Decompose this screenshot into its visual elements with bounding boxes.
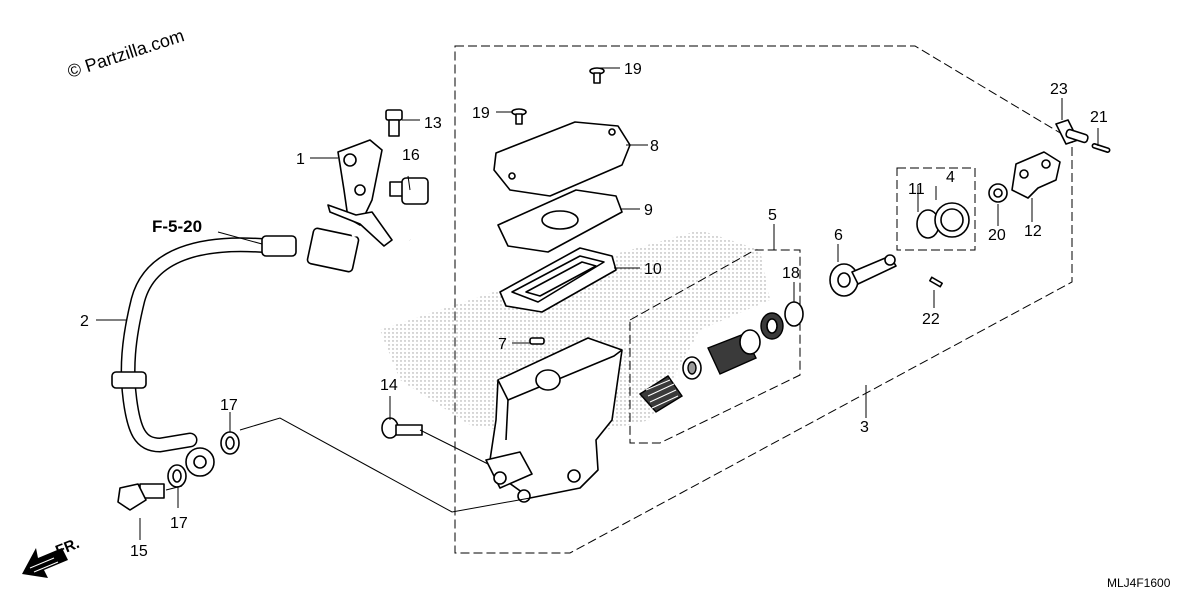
diaphragm-plate xyxy=(497,189,623,253)
callout-3: 3 xyxy=(860,419,869,436)
callout-12: 12 xyxy=(1024,223,1042,240)
bolt-14 xyxy=(381,417,423,439)
callout-11: 11 xyxy=(908,181,925,198)
callout-1: 1 xyxy=(296,151,305,168)
callout-5: 5 xyxy=(768,207,777,224)
reference-label: F-5-20 xyxy=(152,217,202,236)
callout-16: 16 xyxy=(402,147,420,164)
front-direction-arrow xyxy=(22,548,68,578)
piston xyxy=(707,329,761,375)
push-rod xyxy=(829,254,897,297)
leader-lines xyxy=(96,67,1099,540)
callout-19-upper: 19 xyxy=(624,61,642,78)
seal-kit-outline xyxy=(896,167,976,251)
screw-19-lower xyxy=(511,108,527,125)
cotter-pin-21 xyxy=(1091,143,1111,153)
joint-pin-23 xyxy=(1055,119,1089,145)
return-spring xyxy=(638,375,683,413)
diagram-code: MLJ4F1600 xyxy=(1107,576,1171,590)
brake-hose xyxy=(111,227,411,477)
callout-labels: 1 2 3 4 5 6 7 8 9 10 11 12 13 14 15 16 1… xyxy=(80,61,1108,560)
reservoir-cap xyxy=(493,121,631,197)
piston-kit-outline xyxy=(629,249,801,444)
callout-15: 15 xyxy=(130,543,148,560)
watermark: © Partzilla.com xyxy=(65,25,187,82)
callout-17-lower: 17 xyxy=(170,515,188,532)
callout-10: 10 xyxy=(644,261,662,278)
push-rod-joint xyxy=(1011,151,1061,199)
callout-22: 22 xyxy=(922,311,940,328)
callout-20: 20 xyxy=(988,227,1006,244)
callout-18: 18 xyxy=(782,265,800,282)
sealing-washer-upper xyxy=(220,431,240,455)
callout-8: 8 xyxy=(650,138,659,155)
screw-19-upper xyxy=(589,67,605,84)
bolt-13 xyxy=(385,109,403,137)
banjo-bolt-15 xyxy=(117,483,165,511)
callout-4: 4 xyxy=(946,169,955,186)
circlip-18 xyxy=(784,301,804,327)
sealing-washer-lower xyxy=(167,464,187,488)
master-cylinder-assembly-outline xyxy=(454,45,1073,554)
callout-6: 6 xyxy=(834,227,843,244)
callout-9: 9 xyxy=(644,202,653,219)
hose-clamp-bracket xyxy=(327,139,393,247)
pin-22 xyxy=(929,276,943,288)
callout-2: 2 xyxy=(80,313,89,330)
callout-17-upper: 17 xyxy=(220,397,238,414)
reservoir-diaphragm xyxy=(499,247,617,313)
master-cylinder-body xyxy=(485,337,623,503)
piston-cup-large xyxy=(760,312,784,340)
direction-label: FR. xyxy=(53,535,82,560)
callout-19-lower: 19 xyxy=(472,105,490,122)
boot-4 xyxy=(934,202,970,238)
callout-23: 23 xyxy=(1050,81,1068,98)
bolt-16 xyxy=(389,177,429,205)
callout-13: 13 xyxy=(424,115,442,132)
callout-14: 14 xyxy=(380,377,398,394)
callout-21: 21 xyxy=(1090,109,1108,126)
shading-area xyxy=(380,230,770,440)
callout-7: 7 xyxy=(498,336,507,353)
piston-cup-small xyxy=(682,356,702,380)
nut-20 xyxy=(988,183,1008,203)
